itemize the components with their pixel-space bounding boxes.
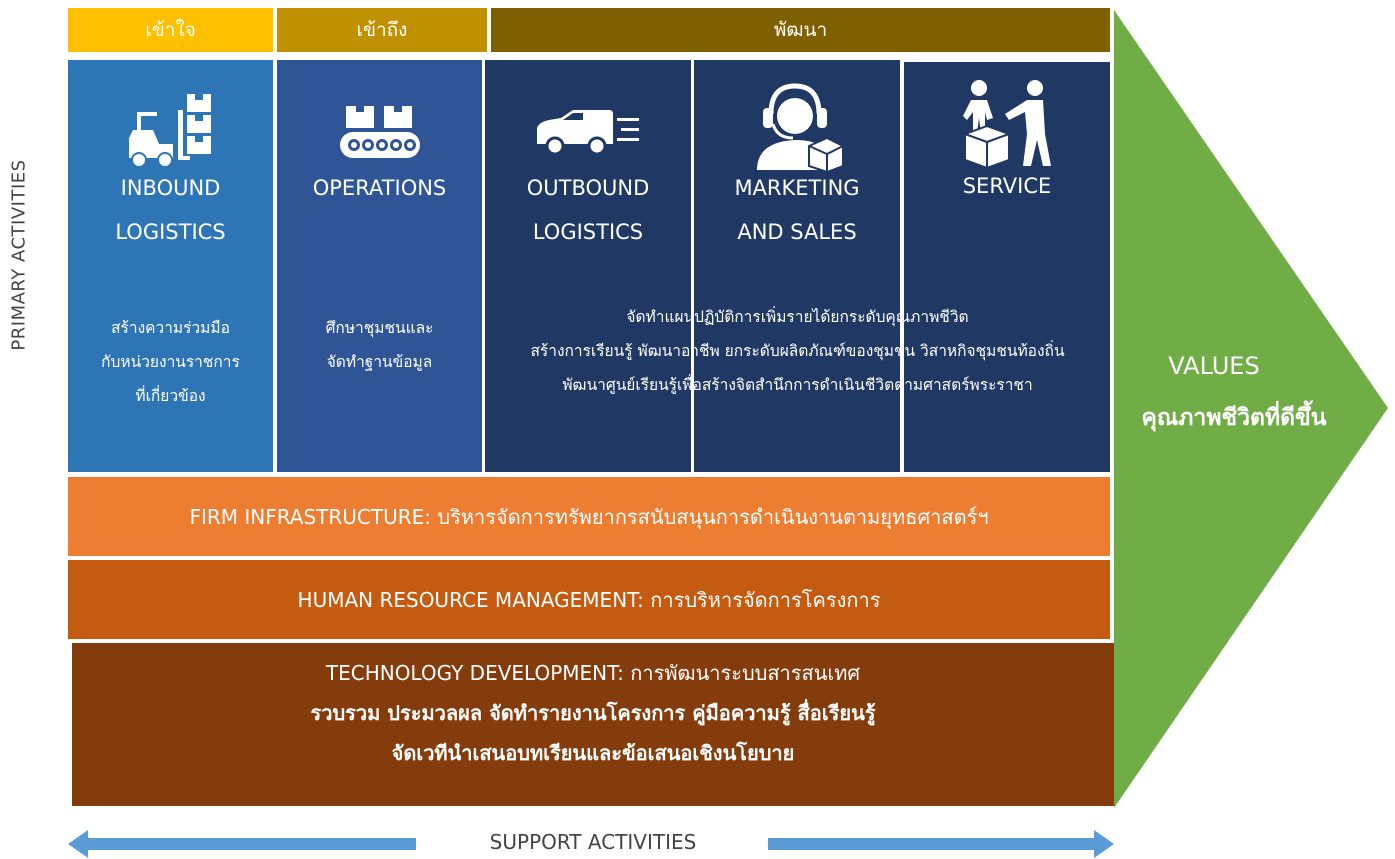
column-title: OPERATIONS [312, 176, 447, 200]
column-operations: OPERATIONS ศึกษาชุมชนและ จัดทำฐานข้อมูล [277, 60, 482, 472]
column-title: INBOUND [120, 176, 221, 200]
values-chevron [1114, 10, 1388, 808]
human-resource-band: HUMAN RESOURCE MANAGEMENT: การบริหารจัดก… [68, 560, 1110, 639]
develop-description-line: พัฒนาศูนย์เรียนรู้เพื่อสร้างจิตสำนึกการด… [562, 376, 1033, 394]
column-title: LOGISTICS [532, 220, 644, 244]
delivery-van-icon [537, 110, 639, 156]
technology-line: TECHNOLOGY DEVELOPMENT: การพัฒนาระบบสารส… [325, 661, 861, 685]
forklift-icon [128, 94, 211, 168]
column-title: OUTBOUND [526, 176, 650, 200]
firm-infrastructure-band: FIRM INFRASTRUCTURE: บริหารจัดการทรัพยาก… [68, 477, 1110, 556]
column-description-line: ศึกษาชุมชนและ [325, 319, 434, 337]
column-description-line: สร้างความร่วมมือ [111, 319, 230, 337]
conveyor-icon [339, 106, 420, 158]
column-description-line: ที่เกี่ยวข้อง [135, 387, 206, 405]
column-title: LOGISTICS [115, 220, 226, 244]
column-title: AND SALES [737, 220, 857, 244]
column-service: SERVICE [904, 62, 1110, 472]
column-title: SERVICE [962, 174, 1052, 198]
values-subtitle: คุณภาพชีวิตที่ดีขึ้น [1141, 405, 1327, 431]
handover-icon [963, 80, 1051, 170]
header-develop: พัฒนา [491, 8, 1110, 52]
technology-development-band: TECHNOLOGY DEVELOPMENT: การพัฒนาระบบสารส… [72, 643, 1114, 806]
column-title: MARKETING [734, 176, 860, 200]
left-arrow-icon [68, 830, 416, 858]
right-arrow-icon [768, 830, 1114, 858]
customer-support-icon [757, 83, 844, 172]
develop-description-line: สร้างการเรียนรู้ พัฒนาอาชีพ ยกระดับผลิตภ… [530, 342, 1065, 360]
column-description-line: กับหน่วยงานราชการ [101, 353, 240, 371]
technology-line: จัดเวทีนำเสนอบทเรียนและข้อเสนอเชิงนโยบาย [391, 741, 795, 765]
support-activities-label: SUPPORT ACTIVITIES [489, 830, 697, 854]
column-inbound-logistics: INBOUND LOGISTICS สร้างความร่วมมือ กับหน… [68, 60, 273, 472]
column-marketing-sales: MARKETING AND SALES [694, 60, 900, 472]
develop-description-line: จัดทำแผนปฏิบัติการเพิ่มรายได้ยกระดับคุณภ… [626, 308, 969, 326]
primary-activities-label: PRIMARY ACTIVITIES [8, 159, 30, 351]
column-description-line: จัดทำฐานข้อมูล [326, 353, 433, 371]
technology-line: รวบรวม ประมวลผล จัดทำรายงานโครงการ คู่มื… [310, 701, 876, 725]
develop-description: จัดทำแผนปฏิบัติการเพิ่มรายได้ยกระดับคุณภ… [485, 304, 1110, 414]
column-outbound-logistics: OUTBOUND LOGISTICS [485, 60, 691, 472]
header-access: เข้าถึง [277, 8, 487, 52]
header-understand: เข้าใจ [68, 8, 273, 52]
values-title: VALUES [1168, 352, 1260, 380]
